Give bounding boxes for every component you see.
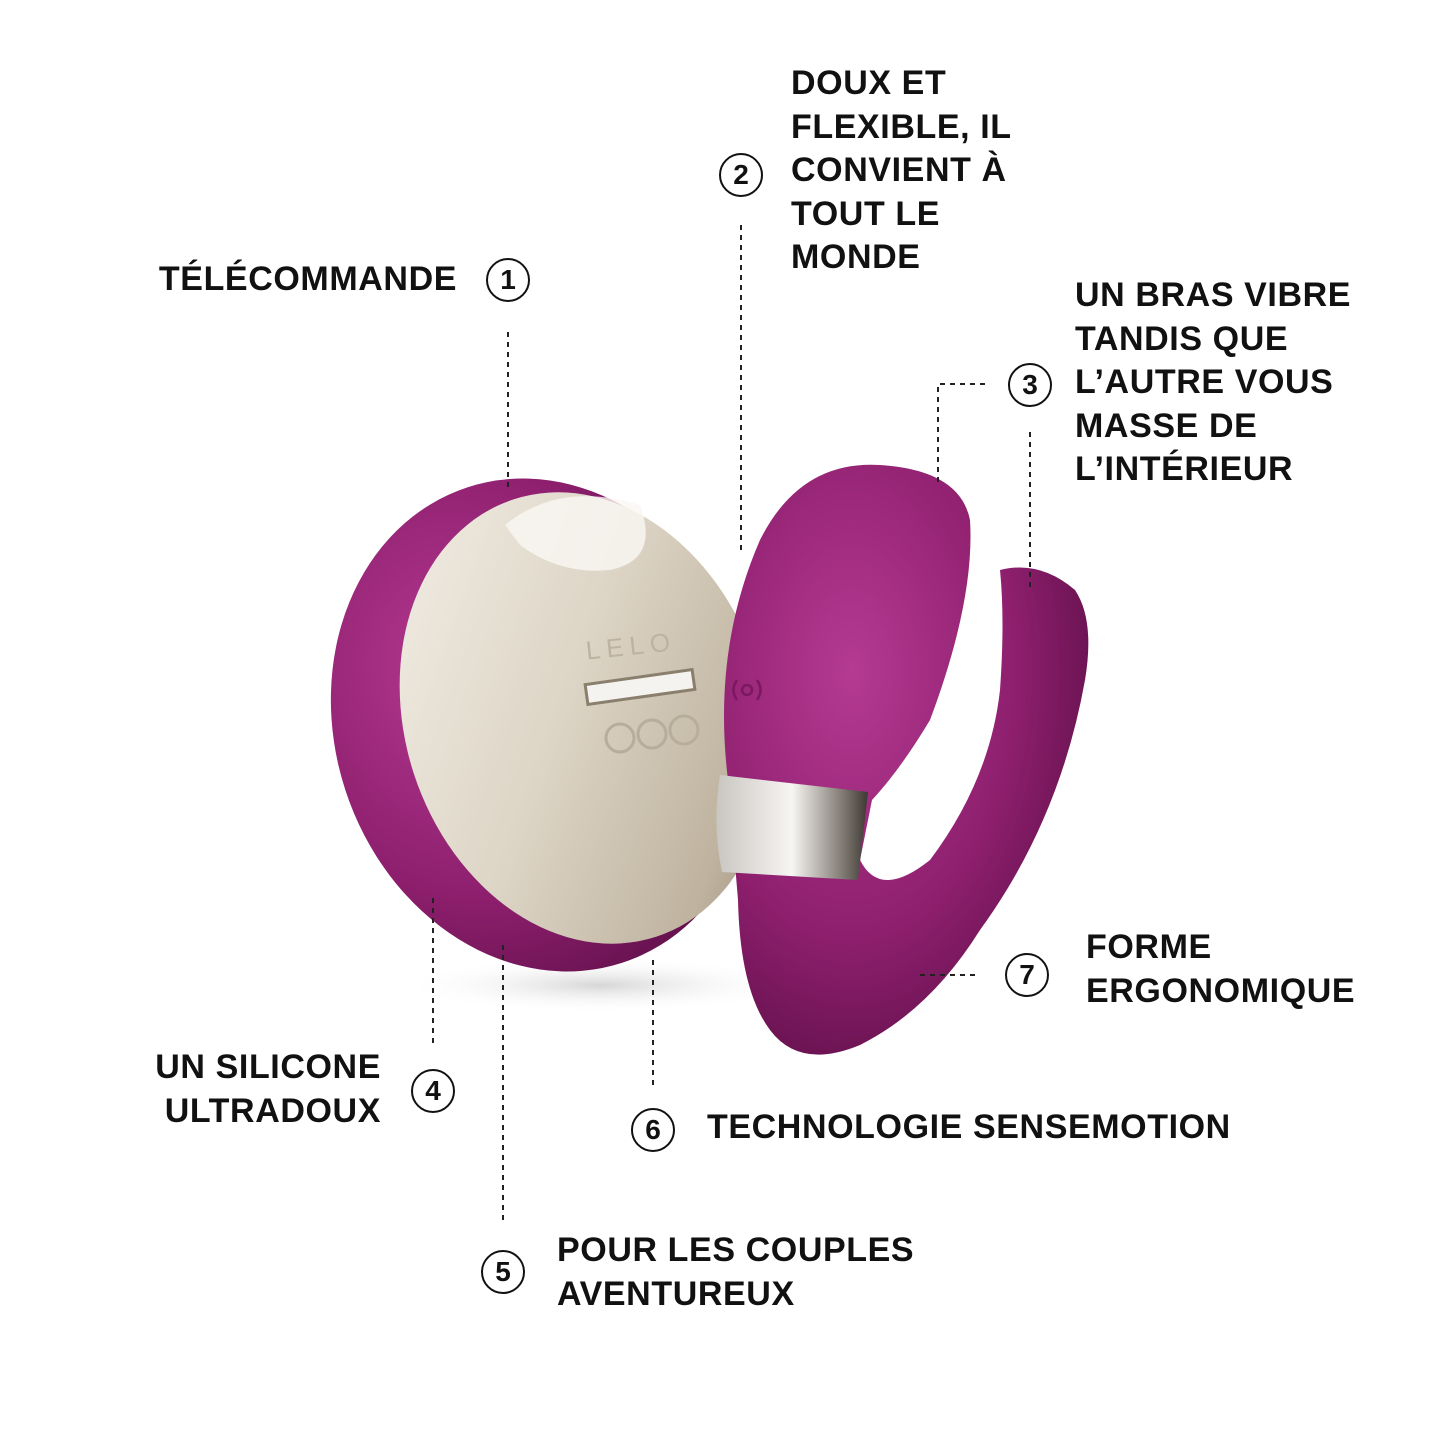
infinity-icon [604, 714, 700, 754]
remote-button-icon [583, 667, 697, 707]
callout-line: UN SILICONE [155, 1048, 381, 1086]
callout-4-number: 4 [411, 1069, 455, 1113]
remote-control: LELO [330, 478, 771, 972]
callout-7-number: 7 [1005, 953, 1049, 997]
callout-line: TANDIS QUE [1075, 319, 1289, 358]
callout-5-number: 5 [481, 1250, 525, 1294]
callout-line: CONVIENT À [791, 151, 1007, 189]
callout-line: DOUX ET [791, 64, 947, 102]
callout-line: ERGONOMIQUE [1086, 971, 1356, 1010]
callout-line: ULTRADOUX [164, 1091, 381, 1130]
couples-massager [716, 464, 1089, 1055]
callout-line: FORME [1086, 928, 1212, 966]
callout-line: MASSE DE [1075, 406, 1258, 445]
leader-lines [432, 225, 1031, 1222]
callout-line: TOUT LE [791, 194, 941, 233]
callout-line: TÉLÉCOMMANDE [158, 260, 457, 298]
callout-1-number: 1 [486, 258, 530, 302]
callout-1-label: TÉLÉCOMMANDE [159, 258, 457, 302]
callout-line: MONDE [791, 238, 921, 276]
callout-line: FLEXIBLE, IL [791, 107, 1012, 146]
callout-2-number: 2 [719, 153, 763, 197]
callout-line: AVENTUREUX [557, 1274, 795, 1313]
wireless-icon [732, 679, 762, 701]
callout-7-label: FORME ERGONOMIQUE [1086, 926, 1355, 1013]
callout-2-label: DOUX ET FLEXIBLE, IL CONVIENT À TOUT LE … [791, 62, 1012, 280]
callout-line: L’INTÉRIEUR [1075, 450, 1294, 488]
product-shadow [400, 957, 800, 1013]
callout-6-number: 6 [631, 1108, 675, 1152]
leader-line-3a [937, 383, 985, 485]
callout-line: POUR LES COUPLES [557, 1231, 915, 1269]
callout-3-label: UN BRAS VIBRE TANDIS QUE L’AUTRE VOUS MA… [1075, 274, 1351, 492]
callout-line: UN BRAS VIBRE [1075, 276, 1352, 314]
callout-4-label: UN SILICONE ULTRADOUX [155, 1046, 381, 1133]
callout-3-number: 3 [1008, 363, 1052, 407]
callout-line: TECHNOLOGIE SENSEMOTION [707, 1108, 1231, 1146]
callout-5-label: POUR LES COUPLES AVENTUREUX [557, 1229, 914, 1316]
callout-6-label: TECHNOLOGIE SENSEMOTION [707, 1106, 1231, 1150]
callout-line: L’AUTRE VOUS [1075, 363, 1334, 401]
